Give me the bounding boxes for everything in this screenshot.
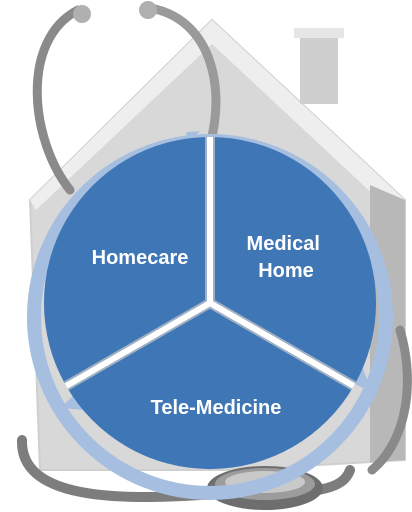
- stethoscope-tube-side: [367, 325, 412, 475]
- segment-dividers: [63, 137, 357, 391]
- house-chimney-top: [294, 28, 344, 38]
- label-tele-medicine: Tele-Medicine: [151, 397, 282, 419]
- label-medical-home-line1: Medical: [247, 233, 320, 255]
- stethoscope-tube-left: [32, 5, 83, 195]
- label-homecare: Homecare: [92, 247, 189, 269]
- stethoscope-earpiece-right: [139, 1, 157, 19]
- stethoscope-earpiece-left: [73, 5, 91, 23]
- house-chimney: [300, 34, 338, 104]
- label-medical-home-line2: Home: [258, 260, 314, 282]
- ring-arrowhead-right: [346, 366, 372, 392]
- cycle-segments: [43, 137, 377, 470]
- label-medical-home: Medical Home: [247, 233, 326, 282]
